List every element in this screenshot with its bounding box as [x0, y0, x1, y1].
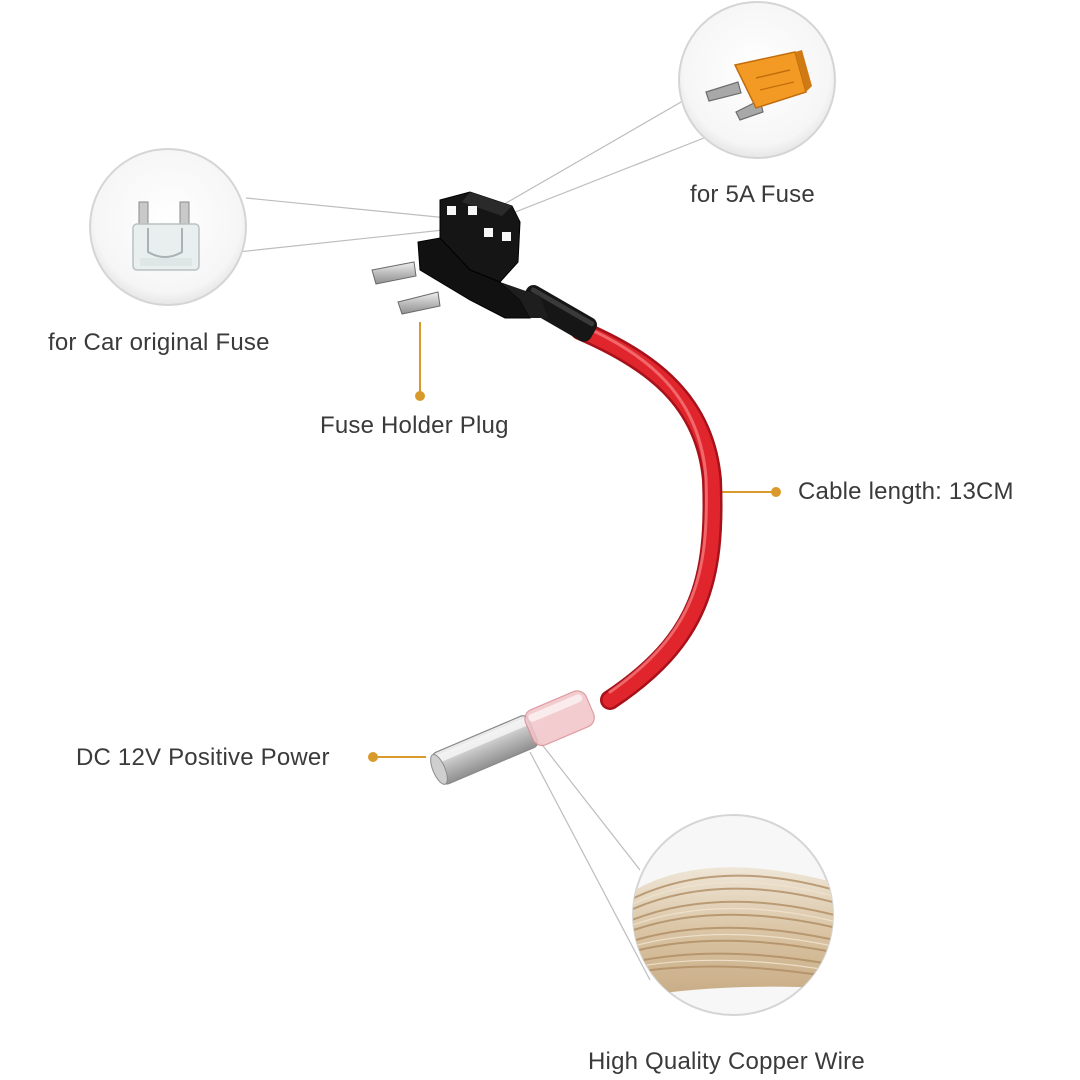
label-copper-wire: High Quality Copper Wire — [588, 1048, 865, 1075]
circle-original-fuse — [89, 148, 247, 306]
bullet-connector — [430, 690, 595, 785]
leader-line-original-bottom — [237, 227, 463, 253]
label-cable-length: Cable length: 13CM — [798, 478, 1014, 505]
leader-line-original-top — [245, 197, 469, 221]
circle-copper-wire — [632, 814, 834, 1016]
leader-line-5a-top — [493, 97, 689, 211]
holder-callout-dot — [415, 391, 425, 401]
leader-line-copper-top — [539, 741, 641, 871]
label-fuse-holder-plug: Fuse Holder Plug — [320, 412, 509, 439]
mini-fuse-clear-icon — [132, 201, 200, 271]
dc-callout-dot — [368, 752, 378, 762]
label-dc-positive-power: DC 12V Positive Power — [76, 744, 330, 771]
mini-fuse-orange-icon — [705, 50, 812, 121]
leader-line-copper-bottom — [529, 751, 651, 981]
callout-leaders — [376, 322, 776, 758]
red-wire — [570, 320, 723, 710]
fuse-tap-holder-icon — [371, 191, 548, 319]
leader-lines — [237, 97, 705, 981]
label-original-fuse: for Car original Fuse — [48, 329, 270, 356]
circle-5a-fuse — [678, 1, 836, 159]
cable-callout-dot — [771, 487, 781, 497]
leader-line-5a-bottom — [499, 137, 705, 219]
label-5a-fuse: for 5A Fuse — [690, 181, 815, 208]
holder-prongs — [371, 261, 441, 315]
